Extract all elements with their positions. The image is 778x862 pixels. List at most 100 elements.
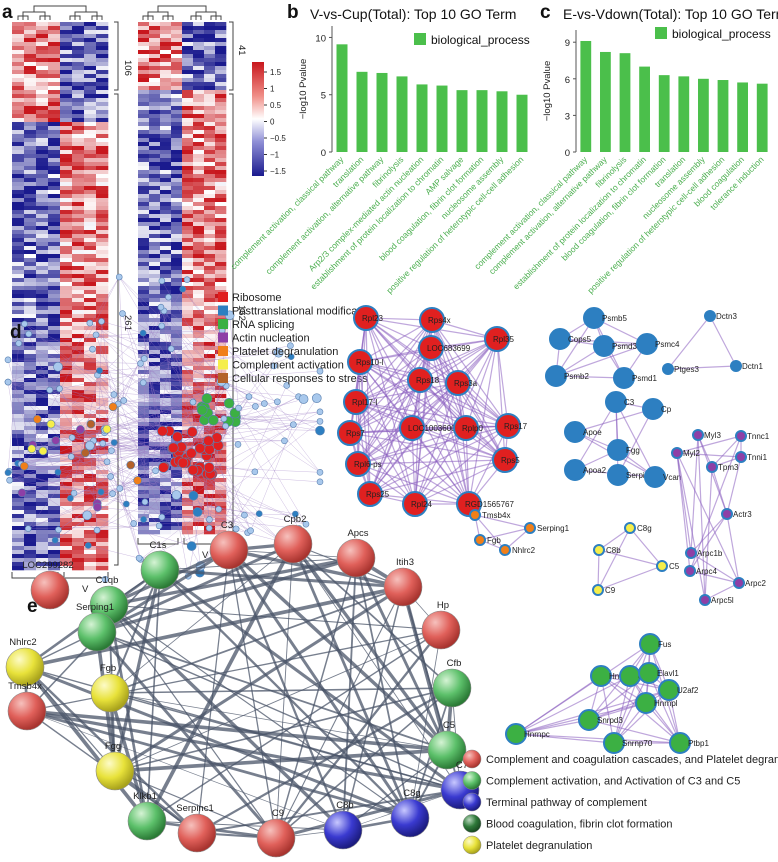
network-node bbox=[101, 575, 109, 583]
node-label: Ptbp1 bbox=[688, 739, 709, 748]
legend-label: Complement and coagulation cascades, and… bbox=[486, 754, 778, 766]
network-node bbox=[315, 425, 325, 436]
cluster-label-106: 106 bbox=[122, 60, 133, 76]
network-node bbox=[635, 692, 657, 714]
bar bbox=[600, 51, 611, 152]
network-node bbox=[407, 367, 433, 393]
bar bbox=[756, 83, 768, 152]
string-node bbox=[383, 567, 423, 607]
node-label: Hnrnpl bbox=[654, 699, 678, 708]
string-node-label: Serpinc1 bbox=[176, 803, 214, 814]
node-label: Rps7 bbox=[346, 429, 365, 438]
node-label: Tnni1 bbox=[747, 453, 768, 462]
network-node bbox=[399, 415, 425, 441]
bar bbox=[698, 78, 709, 152]
network-node bbox=[245, 393, 253, 400]
network-node bbox=[208, 414, 219, 426]
network-node bbox=[186, 426, 198, 438]
network-node bbox=[316, 478, 324, 486]
legend-marker bbox=[462, 792, 482, 812]
legend-label: biological_process bbox=[672, 27, 771, 41]
network-node bbox=[669, 732, 691, 754]
network-node bbox=[84, 542, 92, 549]
network-node bbox=[671, 447, 683, 459]
cluster-label-162: 162 bbox=[236, 305, 247, 321]
node-label: LOC100360057 bbox=[408, 424, 465, 433]
string-node-label: Apcs bbox=[347, 528, 368, 539]
string-node-label: Cpb2 bbox=[284, 514, 307, 525]
network-node bbox=[603, 732, 625, 754]
network-node bbox=[505, 723, 527, 745]
network-node bbox=[93, 526, 101, 534]
string-node bbox=[30, 570, 70, 610]
colorbar-tick-label: 1.5 bbox=[270, 68, 282, 77]
network-node bbox=[86, 419, 96, 429]
network-node bbox=[158, 513, 166, 521]
node-label: Fgb bbox=[487, 536, 501, 545]
bar bbox=[580, 40, 592, 153]
network-node bbox=[4, 378, 12, 386]
network-node bbox=[656, 560, 668, 572]
network-node bbox=[316, 418, 324, 425]
string-node-label: C3 bbox=[221, 520, 233, 531]
node-label: Tnnc1 bbox=[747, 432, 770, 441]
network-node bbox=[201, 393, 213, 404]
network-node bbox=[613, 367, 635, 389]
network-node bbox=[283, 382, 291, 389]
network-node bbox=[109, 490, 116, 497]
string-node bbox=[273, 524, 313, 564]
network-node bbox=[82, 510, 92, 521]
node-label: Rps3a bbox=[454, 379, 478, 388]
network-node bbox=[619, 665, 641, 687]
network-node bbox=[639, 633, 661, 655]
node-label: RGD1565767 bbox=[465, 500, 514, 509]
bar bbox=[658, 75, 670, 152]
network-node bbox=[51, 436, 61, 445]
network-node bbox=[255, 510, 263, 518]
string-node-label: C5 bbox=[443, 720, 455, 731]
legend-swatch bbox=[218, 319, 228, 329]
legend-swatch bbox=[218, 305, 228, 316]
string-node-label: C1qb bbox=[96, 575, 119, 586]
bar bbox=[737, 82, 748, 152]
y-tick-label: 10 bbox=[315, 33, 326, 44]
legend-swatch bbox=[655, 27, 667, 39]
network-node bbox=[733, 577, 745, 589]
legend-swatch bbox=[218, 359, 228, 370]
network-node bbox=[345, 451, 371, 477]
node-label: Psmc4 bbox=[655, 340, 680, 349]
network-node bbox=[172, 431, 183, 443]
node-label: Hnrn bbox=[609, 672, 626, 681]
node-label: Rps18 bbox=[416, 376, 440, 385]
colorbar-ticks: 1.510.50−0.5−1−1.5 bbox=[264, 68, 286, 176]
node-label: Rplp0 bbox=[462, 424, 483, 433]
network-node bbox=[298, 394, 309, 404]
string-node-label: Hp bbox=[437, 600, 449, 611]
network-node bbox=[706, 461, 718, 473]
node-label: Snrnp70 bbox=[622, 739, 653, 748]
network-node bbox=[53, 361, 63, 372]
panel-label-e: e bbox=[27, 596, 38, 617]
string-node bbox=[421, 610, 461, 650]
legend-marker bbox=[462, 835, 482, 855]
node-label: Rps10-l bbox=[356, 358, 384, 367]
node-label: Rpl24 bbox=[411, 500, 432, 509]
dendrogram-right bbox=[142, 5, 222, 20]
network-node bbox=[96, 367, 103, 374]
network-node bbox=[157, 303, 165, 311]
node-label: Rps5 bbox=[501, 456, 520, 465]
network-node bbox=[21, 320, 28, 328]
network-node bbox=[46, 419, 56, 429]
panel-label-c: c bbox=[540, 2, 551, 23]
network-node bbox=[135, 554, 143, 562]
network-node bbox=[92, 331, 100, 339]
legend-swatch bbox=[218, 346, 228, 356]
chart-title: V-vs-Cup(Total): Top 10 GO Term bbox=[310, 6, 516, 22]
network-node bbox=[704, 310, 716, 322]
node-label: Arpc4 bbox=[696, 567, 717, 576]
string-node-label: Fgb bbox=[100, 663, 116, 674]
network-node bbox=[4, 469, 12, 476]
network-node bbox=[186, 447, 197, 459]
node-label: Arpc5l bbox=[711, 596, 734, 605]
